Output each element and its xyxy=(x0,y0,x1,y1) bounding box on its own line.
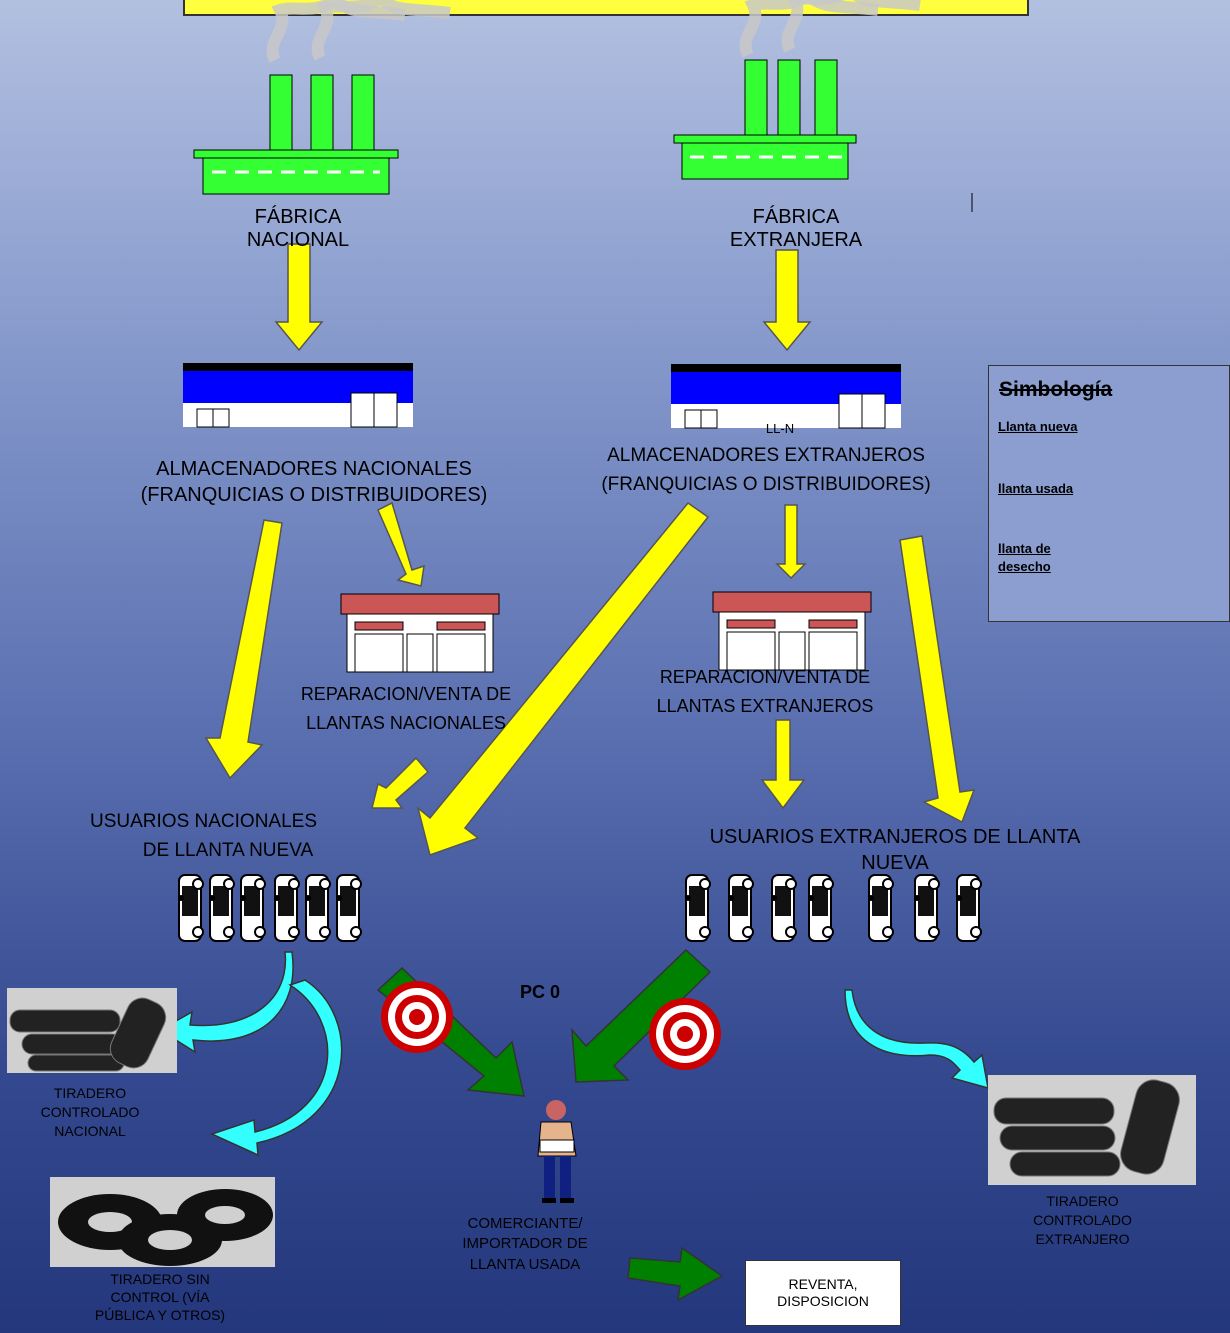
users-nacional-label: USUARIOS NACIONALES DE LLANTA NUEVA xyxy=(90,811,317,861)
dump-sin-control-label: TIRADERO SIN CONTROL (VÍA PÚBLICA Y OTRO… xyxy=(94,1271,226,1324)
legend-used-tire-label: llanta usada xyxy=(998,481,1074,496)
warehouse-extranjero-label: ALMACENADORES EXTRANJEROS (FRANQUICIAS O… xyxy=(601,445,931,495)
warehouse-nacional-icon xyxy=(182,362,414,428)
factory-nacional-icon xyxy=(193,0,450,195)
legend-new-tire-label: Llanta nueva xyxy=(998,419,1078,434)
shop-extranjero-icon xyxy=(712,591,872,671)
warehouse-extranjero-icon xyxy=(670,363,902,429)
control-target-right-icon xyxy=(649,998,721,1070)
legend-title: Simbología xyxy=(999,378,1113,401)
warehouse-nacional-label: ALMACENADORES NACIONALES (FRANQUICIAS O … xyxy=(140,458,488,506)
warehouse-extranjero-tag: LL-N xyxy=(765,421,795,436)
new-tire-arrows xyxy=(204,243,976,856)
dump-controlado-nacional-label: TIRADERO CONTROLADO NACIONAL xyxy=(40,1085,140,1139)
tire-pile-sin-control-icon xyxy=(50,1177,275,1267)
factory-extranjera-label: FÁBRICA EXTRANJERA xyxy=(729,206,863,251)
users-extranjero-label: USUARIOS EXTRANJEROS DE LLANTA NUEVA xyxy=(709,826,1081,874)
cars-nacional-icon xyxy=(177,874,362,942)
shop-nacional-icon xyxy=(340,593,500,673)
factory-nacional-label: FÁBRICA NACIONAL xyxy=(246,206,350,251)
shop-extranjero-label: REPARACION/VENTA DE LLANTAS EXTRANJEROS xyxy=(656,667,874,716)
cars-extranjero-icon xyxy=(684,874,982,942)
tire-pile-nacional-icon xyxy=(7,988,177,1073)
tire-pile-extranjero-icon xyxy=(988,1075,1196,1185)
legend-waste-tire-label: llanta de desecho xyxy=(998,541,1051,574)
resale-box: REVENTA, DISPOSICION xyxy=(745,1260,901,1326)
factory-extranjera-icon xyxy=(673,0,920,180)
merchant-label: COMERCIANTE/ IMPORTADOR DE LLANTA USADA xyxy=(462,1215,588,1273)
control-point-label: PC 0 xyxy=(519,982,561,1002)
merchant-person-icon xyxy=(537,1100,577,1203)
resale-label: REVENTA, DISPOSICION xyxy=(777,1275,869,1310)
shop-nacional-label: REPARACION/VENTA DE LLANTAS NACIONALES xyxy=(300,684,512,733)
dump-controlado-extranjero-label: TIRADERO CONTROLADO EXTRANJERO xyxy=(1033,1193,1132,1247)
legend-box: Simbología Llanta nueva llanta usada lla… xyxy=(988,365,1230,622)
waste-tire-arrows xyxy=(158,951,989,1157)
control-target-left-icon xyxy=(381,981,453,1053)
